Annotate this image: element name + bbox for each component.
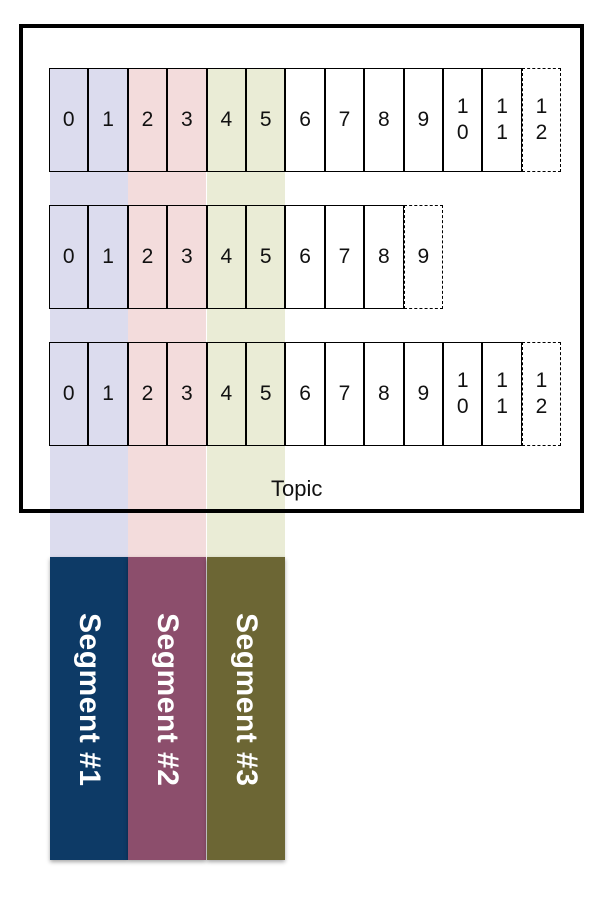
offset-cell: 8 <box>364 205 404 309</box>
offset-number: 5 <box>259 245 272 268</box>
offset-number: 5 <box>259 108 272 131</box>
offset-cell: 12 <box>521 342 562 446</box>
offset-cell: 7 <box>324 68 365 172</box>
offset-number: 3 <box>181 245 193 268</box>
offset-cell: 1 <box>88 68 128 172</box>
offset-number: 1 <box>102 245 114 268</box>
topic-frame <box>19 24 584 513</box>
offset-cell: 8 <box>364 342 404 446</box>
offset-number: 8 <box>378 245 390 268</box>
offset-cell: 11 <box>482 342 522 446</box>
offset-cell: 4 <box>206 342 246 446</box>
offset-number: 12 <box>535 95 548 144</box>
topic-label: Topic <box>271 476 323 501</box>
offset-cell: 5 <box>246 205 286 309</box>
offset-number: 7 <box>338 382 351 405</box>
offset-number: 2 <box>141 382 154 405</box>
offset-cell: 6 <box>285 68 325 172</box>
offset-number: 8 <box>378 382 390 405</box>
offset-number: 6 <box>299 245 311 268</box>
offset-cell: 3 <box>167 342 207 446</box>
offset-cell: 5 <box>246 68 286 172</box>
segment-3-label: Segment #3 <box>230 613 263 787</box>
offset-number: 7 <box>338 108 351 131</box>
offset-number: 6 <box>299 108 311 131</box>
offset-number: 8 <box>378 108 390 131</box>
offset-cell: 12 <box>521 68 562 172</box>
offset-number: 3 <box>181 108 193 131</box>
offset-cell: 1 <box>88 342 128 446</box>
segment-1-block: Segment #1 <box>50 557 128 860</box>
offset-number: 0 <box>62 382 75 405</box>
offset-number: 1 <box>102 108 114 131</box>
offset-number: 11 <box>496 95 508 144</box>
offset-cell: 0 <box>49 342 89 446</box>
offset-cell: 4 <box>206 68 246 172</box>
offset-cell: 9 <box>403 205 443 309</box>
offset-cell: 3 <box>167 205 207 309</box>
offset-cell: 6 <box>285 205 325 309</box>
offset-cell: 6 <box>285 342 325 446</box>
offset-number: 11 <box>496 369 508 418</box>
offset-number: 9 <box>417 245 430 268</box>
offset-number: 10 <box>456 95 469 144</box>
offset-cell: 7 <box>324 342 365 446</box>
offset-number: 2 <box>141 108 154 131</box>
offset-cell: 9 <box>403 68 443 172</box>
offset-cell: 5 <box>246 342 286 446</box>
offset-cell: 10 <box>443 342 483 446</box>
offset-number: 2 <box>141 245 154 268</box>
offset-cell: 8 <box>364 68 404 172</box>
offset-number: 10 <box>456 369 469 418</box>
offset-cell: 3 <box>167 68 207 172</box>
offset-number: 5 <box>259 382 272 405</box>
offset-cell: 11 <box>482 68 522 172</box>
offset-cell: 0 <box>49 68 89 172</box>
offset-number: 3 <box>181 382 193 405</box>
segment-3-block: Segment #3 <box>207 557 285 860</box>
offset-cell: 1 <box>88 205 128 309</box>
offset-cell: 7 <box>324 205 365 309</box>
offset-number: 7 <box>338 245 351 268</box>
offset-cell: 2 <box>127 342 168 446</box>
offset-number: 0 <box>62 108 75 131</box>
segment-2-block: Segment #2 <box>128 557 206 860</box>
offset-number: 4 <box>220 382 233 405</box>
offset-number: 0 <box>62 245 75 268</box>
offset-number: 9 <box>417 108 430 131</box>
offset-number: 1 <box>102 382 114 405</box>
offset-number: 9 <box>417 382 430 405</box>
offset-cell: 2 <box>127 205 168 309</box>
offset-cell: 4 <box>206 205 246 309</box>
offset-cell: 9 <box>403 342 443 446</box>
segment-2-label: Segment #2 <box>151 613 184 787</box>
offset-cell: 2 <box>127 68 168 172</box>
offset-cell: 10 <box>443 68 483 172</box>
offset-cell: 0 <box>49 205 89 309</box>
segment-1-label: Segment #1 <box>73 613 106 787</box>
offset-number: 6 <box>299 382 311 405</box>
offset-number: 4 <box>220 245 233 268</box>
offset-number: 4 <box>220 108 233 131</box>
offset-number: 12 <box>535 369 548 418</box>
